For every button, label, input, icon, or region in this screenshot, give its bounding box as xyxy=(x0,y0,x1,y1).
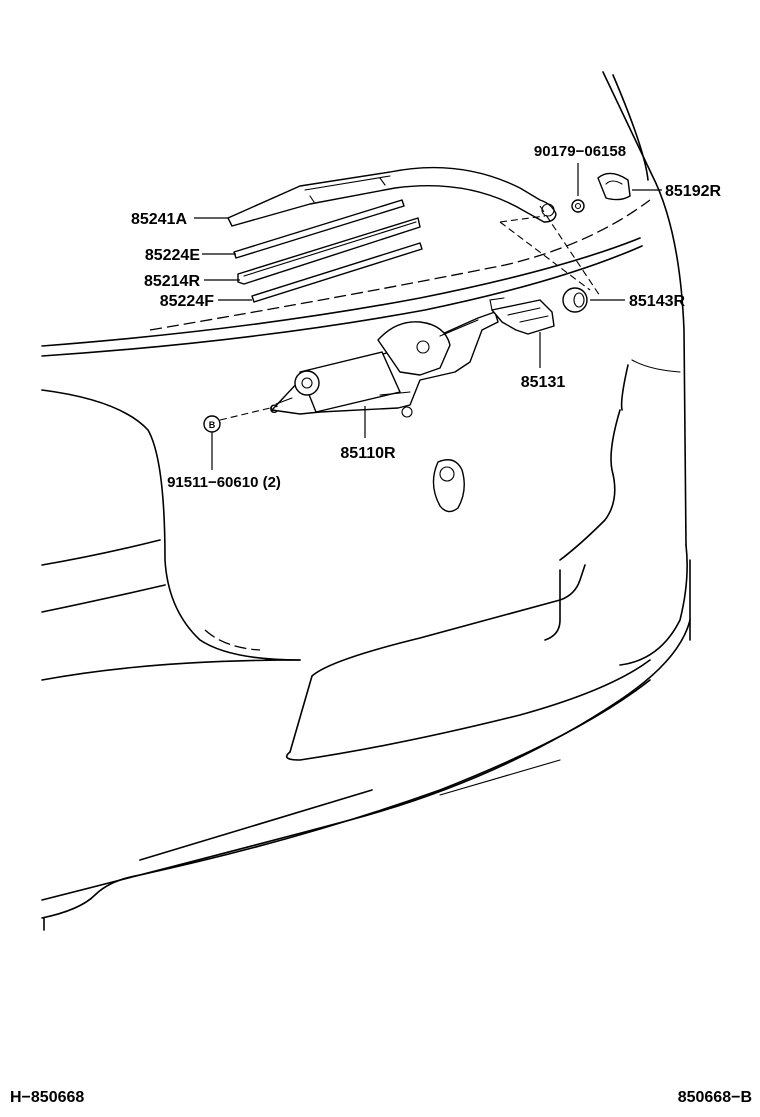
label-85214R: 85214R xyxy=(144,273,200,290)
marker-b: B xyxy=(209,420,216,430)
label-85224F: 85224F xyxy=(160,293,214,310)
label-85224E: 85224E xyxy=(145,247,200,264)
leader-lines xyxy=(194,163,662,470)
marker-c: C xyxy=(270,402,279,416)
label-90179-06158: 90179−06158 xyxy=(534,143,626,160)
wiper-blade-85224E xyxy=(233,199,405,259)
cap-85192R xyxy=(597,172,631,201)
label-91511-60610: 91511−60610 (2) xyxy=(167,474,281,491)
wiper-motor-85110R xyxy=(271,311,499,418)
wiper-blade-rubber-85214R xyxy=(237,217,421,285)
vehicle-body-outline xyxy=(41,71,691,931)
nut-90179 xyxy=(571,199,585,213)
footer-right-code: 850668−B xyxy=(678,1089,752,1106)
label-85192R: 85192R xyxy=(665,183,721,200)
footer-left-code: H−850668 xyxy=(10,1089,84,1106)
wiper-blade-85224F xyxy=(251,242,423,303)
label-85241A: 85241A xyxy=(131,211,187,228)
label-85110R: 85110R xyxy=(340,445,396,462)
wiper-arm-85241A xyxy=(227,166,557,227)
label-85143R: 85143R xyxy=(629,293,685,310)
grommet-85143R xyxy=(562,287,588,313)
connector-85131 xyxy=(489,297,555,335)
label-85131: 85131 xyxy=(521,374,566,391)
bolt-91511: B xyxy=(203,415,221,433)
